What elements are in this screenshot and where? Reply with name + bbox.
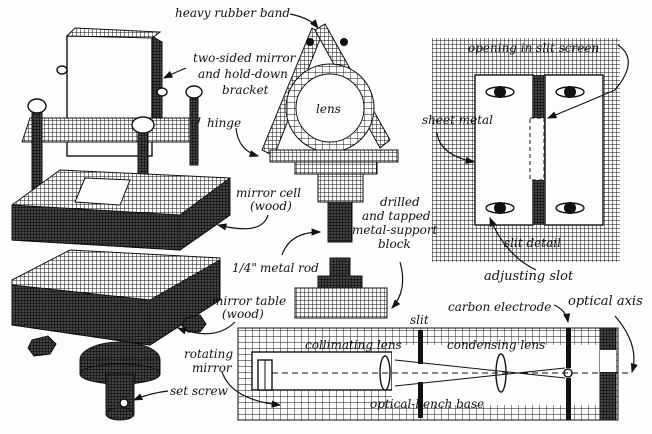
- rotating-hub: [79, 341, 161, 421]
- metal-rod: [327, 201, 353, 243]
- slit-plate: [418, 330, 423, 364]
- label-carbon-electrode: carbon electrode: [448, 300, 551, 314]
- slit-opening: [529, 117, 545, 181]
- label-two-sided-mirror: two-sided mirror: [193, 51, 297, 65]
- label-slit: slit: [410, 313, 429, 327]
- label-rotating-mirror: mirror: [192, 361, 233, 375]
- lens-holder: [261, 23, 399, 319]
- label-lens: lens: [316, 102, 341, 116]
- mirror-assembly: [11, 27, 231, 421]
- mirror-table: [11, 249, 221, 346]
- set-screw-head: [119, 398, 129, 408]
- hold-down-bracket: [21, 117, 201, 143]
- label-two-sided-mirror: bracket: [222, 83, 269, 97]
- labels: heavy rubber band two-sided mirror and h…: [170, 6, 643, 411]
- label-condensing-lens: condensing lens: [447, 338, 545, 352]
- label-mirror-cell: (wood): [250, 199, 292, 213]
- leader-lines: [132, 13, 638, 408]
- label-adjusting-slot: adjusting slot: [484, 269, 574, 284]
- label-hinge: hinge: [207, 116, 241, 130]
- label-set-screw: set screw: [170, 384, 229, 398]
- label-heavy-rubber-band: heavy rubber band: [175, 6, 290, 20]
- label-metal-rod-fraction: 1/4": [232, 261, 257, 275]
- label-collimating-lens: collimating lens: [305, 338, 402, 352]
- label-mirror-table: mirror table: [212, 294, 286, 308]
- metal-support-block: [294, 257, 388, 319]
- slot-screws: [485, 86, 585, 214]
- label-opening-in-slit-screen: opening in slit screen: [468, 41, 599, 55]
- label-sheet-metal: sheet metal: [422, 113, 493, 127]
- label-two-sided-mirror: and hold-down: [198, 67, 288, 81]
- label-drilled-block: drilled: [380, 195, 420, 209]
- label-drilled-block: block: [378, 237, 411, 251]
- optical-bench: [237, 327, 632, 421]
- bolts: [27, 65, 203, 219]
- hex-nut: [27, 335, 57, 357]
- label-slit-detail: slit detail: [504, 236, 561, 250]
- mirror-cell: [11, 169, 231, 251]
- label-mirror-cell: mirror cell: [236, 186, 301, 200]
- hex-nut: [181, 314, 207, 333]
- rubber-band-knob: [340, 38, 348, 46]
- label-optical-bench-base: optical-bench base: [370, 397, 484, 411]
- carbon-electrode-element: [566, 328, 571, 368]
- label-mirror-table: (wood): [222, 307, 264, 321]
- label-optical-axis: optical axis: [568, 294, 643, 309]
- slit-detail-panel: [432, 38, 620, 262]
- label-drilled-block: and tapped: [362, 209, 431, 223]
- rubber-band-knob: [306, 38, 314, 46]
- label-metal-rod: metal rod: [260, 261, 319, 275]
- label-rotating-mirror: rotating: [184, 347, 233, 361]
- label-drilled-block: metal-support: [352, 223, 438, 237]
